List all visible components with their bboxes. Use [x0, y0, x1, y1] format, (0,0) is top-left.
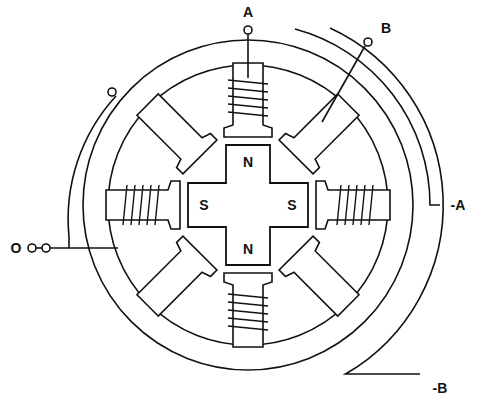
- stator-poles: [106, 63, 390, 347]
- terminal-label: O: [11, 241, 22, 255]
- terminals: [28, 26, 372, 252]
- rotor-pole-label: N: [243, 242, 253, 256]
- windings: [123, 80, 373, 330]
- wire: [68, 96, 116, 248]
- rotor: [188, 145, 308, 265]
- terminal-label: B: [381, 21, 391, 35]
- stator-outer: [83, 40, 413, 370]
- rotor-pole-label: S: [287, 198, 296, 212]
- terminal-label: -B: [433, 381, 448, 395]
- rotor-pole-label: S: [199, 198, 208, 212]
- rotor-pole-label: N: [243, 155, 253, 169]
- terminal-label: A: [243, 5, 253, 19]
- terminal-label: -A: [451, 198, 466, 212]
